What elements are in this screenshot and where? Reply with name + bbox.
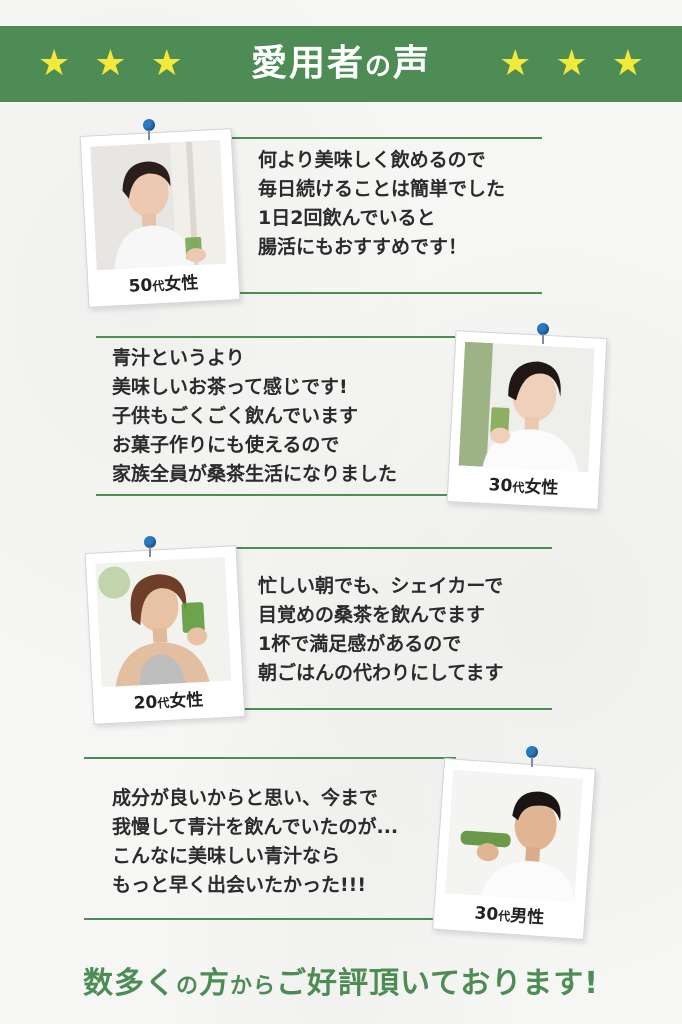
photo-woman-20s [95, 556, 232, 688]
divider-line [244, 708, 552, 710]
testimonial-photo-card: 30代女性 [446, 330, 608, 510]
pushpin-icon [143, 119, 155, 140]
divider-line [96, 336, 466, 338]
testimonial-quote: 青汁というより 美味しいお茶って感じです! 子供もごくごく飲んでいます お菓子作… [112, 347, 398, 485]
testimonial-caption: 50代女性 [128, 273, 199, 297]
divider-line [84, 757, 456, 759]
testimonial-caption: 30代女性 [488, 475, 559, 499]
testimonial-photo-card: 20代女性 [84, 545, 246, 725]
star-icon: ★ [499, 43, 532, 84]
star-icon: ★ [38, 43, 71, 84]
star-icon: ★ [555, 43, 588, 84]
pushpin-icon [526, 746, 538, 767]
testimonial-photo-card: 50代女性 [79, 128, 241, 308]
pushpin-icon [144, 536, 156, 557]
photo-woman-30s [458, 341, 595, 473]
header-banner: ★ ★ ★ 愛用者の声 ★ ★ ★ [0, 26, 682, 102]
star-icon: ★ [94, 43, 127, 84]
divider-line [240, 292, 542, 294]
pushpin-icon [537, 323, 549, 344]
page-title: 愛用者の声 [250, 43, 432, 84]
photo-woman-50s [90, 139, 227, 271]
testimonial-quote: 何より美味しく飲めるので 毎日続けることは簡単でした 1日2回飲んでいると 腸活… [258, 149, 506, 258]
divider-line [222, 547, 552, 549]
testimonial-photo-card: 30代男性 [432, 757, 596, 941]
divider-line [220, 137, 542, 139]
photo-man-30s [444, 769, 584, 903]
divider-line [84, 918, 439, 920]
footer-message: 数多くの方からご好評頂いております! [83, 966, 599, 1001]
divider-line [96, 494, 451, 496]
star-icon: ★ [611, 43, 644, 84]
stars-left: ★ ★ ★ [38, 42, 183, 86]
testimonial-quote: 忙しい朝でも、シェイカーで 目覚めの桑茶を飲んでます 1杯で満足感があるので 朝… [258, 575, 504, 684]
testimonial-quote: 成分が良いからと思い、今まで 我慢して青汁を飲んでいたのが... こんなに美味し… [112, 787, 399, 896]
stars-right: ★ ★ ★ [499, 42, 644, 86]
star-icon: ★ [150, 43, 183, 84]
testimonial-caption: 20代女性 [133, 690, 204, 714]
